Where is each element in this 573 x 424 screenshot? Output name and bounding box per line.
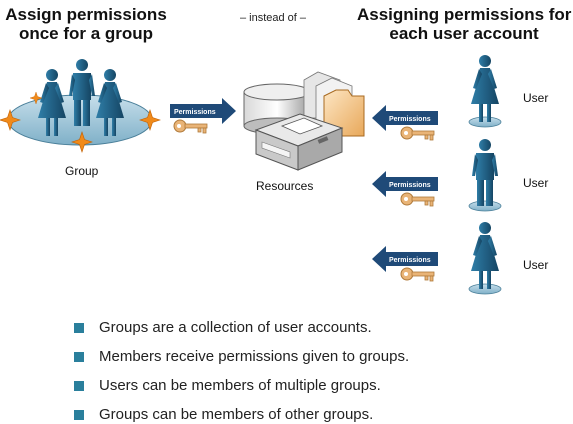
heading-right-line-2: each user account	[389, 24, 539, 43]
bullet-square-icon	[74, 409, 84, 420]
person-icon	[471, 55, 499, 122]
bullet-text: Groups can be members of other groups.	[99, 406, 374, 423]
user-permissions-arrow-3: Permissions	[372, 246, 438, 282]
heading-user-permissions: Assigning permissions for each user acco…	[357, 5, 571, 43]
person-icon	[472, 139, 498, 206]
printer-icon	[254, 113, 344, 171]
heading-right-line-1: Assigning permissions for	[357, 5, 572, 24]
bullet-item: Users can be members of multiple groups.	[74, 371, 409, 400]
user-figure-3	[468, 222, 502, 295]
heading-left-line-2: once for a group	[18, 24, 154, 43]
group-label: Group	[65, 164, 99, 178]
resources-illustration	[243, 71, 365, 171]
user-label: User	[523, 176, 549, 190]
bullet-square-icon	[74, 380, 84, 391]
group-permissions-arrow: Permissions	[170, 98, 236, 134]
resources-label: Resources	[256, 179, 314, 193]
key-icon	[400, 192, 435, 207]
heading-left-line-1: Assign permissions	[5, 5, 167, 24]
permissions-arrow-label: Permissions	[389, 182, 431, 189]
user-permissions-arrow-2: Permissions	[372, 171, 438, 207]
permissions-arrow-label: Permissions	[389, 116, 431, 123]
arrow-icon	[372, 246, 438, 272]
bullet-square-icon	[74, 322, 84, 333]
arrow-icon	[170, 98, 236, 124]
bullet-text: Members receive permissions given to gro…	[99, 348, 410, 365]
bullet-text: Users can be members of multiple groups.	[99, 377, 381, 394]
stand-disc	[468, 200, 502, 212]
user-permissions-arrow-1: Permissions	[372, 105, 438, 141]
key-icon	[173, 119, 208, 134]
group-illustration	[0, 59, 161, 153]
arrow-icon	[372, 171, 438, 197]
permissions-arrow-label: Permissions	[174, 109, 216, 116]
bullet-item: Groups are a collection of user accounts…	[74, 313, 409, 342]
folder-icon	[303, 71, 365, 137]
stand-disc	[468, 283, 502, 295]
bullet-text: Groups are a collection of user accounts…	[99, 319, 372, 336]
user-figure-2	[468, 139, 502, 212]
stand-disc	[468, 116, 502, 128]
bullet-item: Groups can be members of other groups.	[74, 400, 409, 424]
heading-group-permissions: Assign permissions once for a group	[2, 5, 170, 43]
instead-of-label: – instead of –	[239, 12, 307, 24]
key-icon	[400, 126, 435, 141]
bullet-square-icon	[74, 351, 84, 362]
bullet-item: Members receive permissions given to gro…	[74, 342, 409, 371]
key-icon	[400, 267, 435, 282]
user-label: User	[523, 258, 549, 272]
diagram-art: Permissions	[0, 55, 502, 295]
user-label: User	[523, 91, 549, 105]
user-figure-1	[468, 55, 502, 128]
person-icon	[471, 222, 499, 289]
arrow-icon	[372, 105, 438, 131]
bullet-list: Groups are a collection of user accounts…	[74, 313, 409, 424]
permissions-arrow-label: Permissions	[389, 257, 431, 264]
